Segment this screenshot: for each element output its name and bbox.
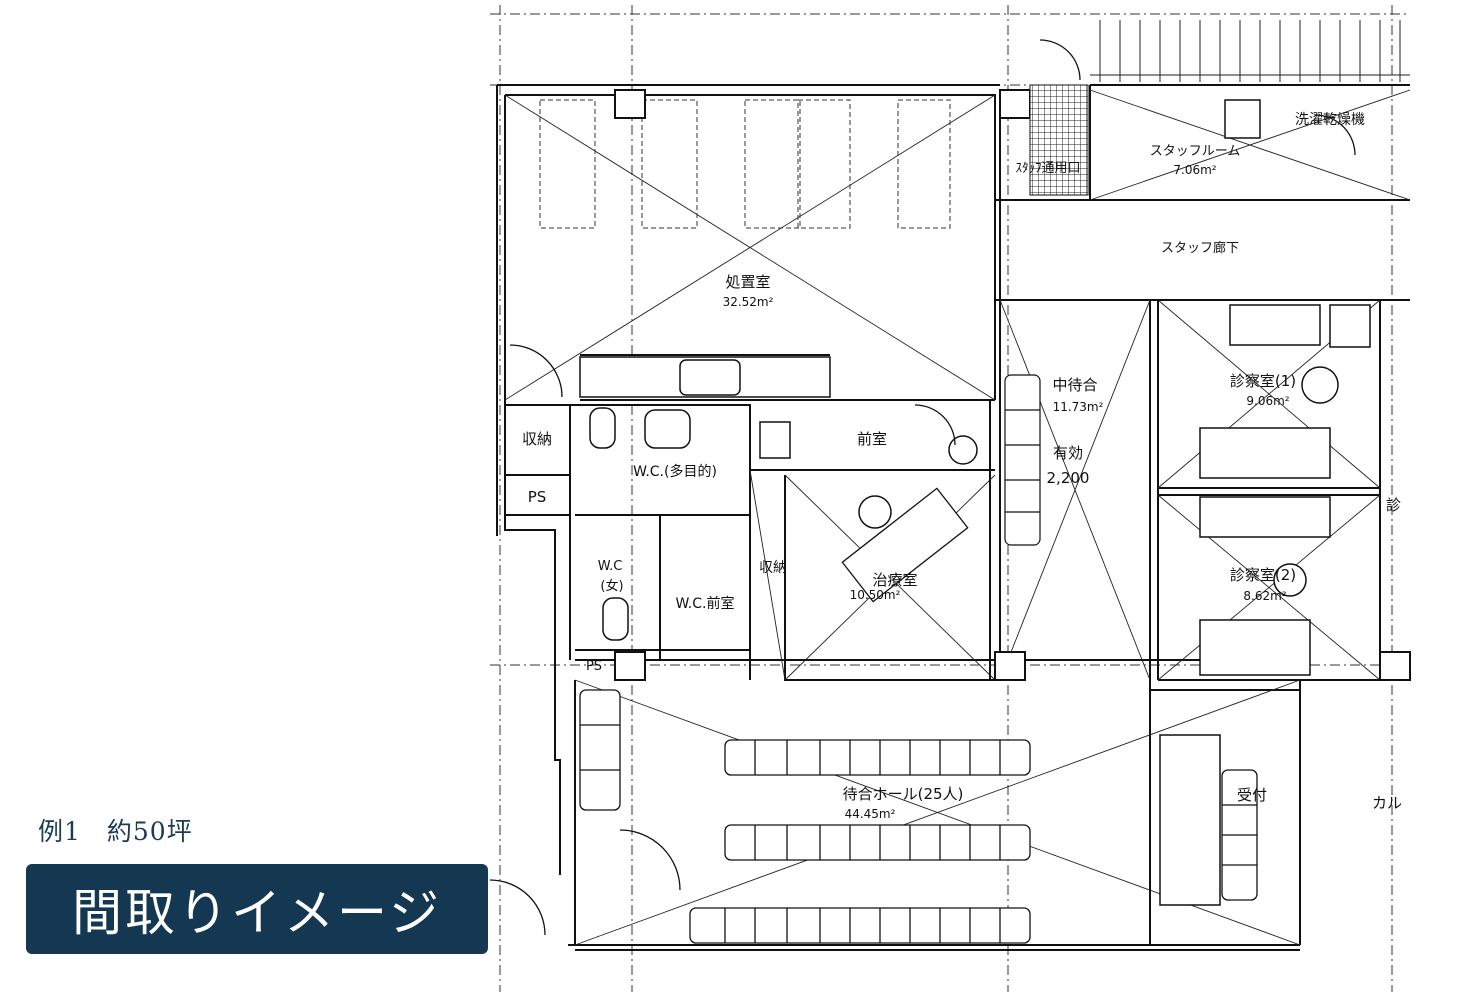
staff-entrance-label: ｽﾀｯﾌ通用口 [1015,161,1080,176]
example-label: 例1 約50坪 [38,817,193,846]
title-banner: 間取りイメージ [26,864,488,954]
treatment-room-area: 32.52m² [723,295,774,309]
ps-2-label: PS [586,659,602,674]
storage-1-label: 収納 [522,430,552,448]
title-text: 間取りイメージ [72,884,442,942]
counters [579,99,1371,906]
waiting-hall-label: 待合ホール(25人) [843,785,964,803]
waiting-hall-area: 44.45m² [845,807,896,821]
inner-waiting-bench [1004,374,1041,546]
treatment-room-label: 処置室 [725,273,770,291]
inner-waiting-area: 11.73m² [1053,400,1104,414]
staff-corridor-label: スタッフ廊下 [1161,240,1239,256]
exam-room-3-label: 診 [1386,496,1401,514]
toilets [589,366,1339,641]
anteroom-label: 前室 [857,430,887,448]
therapy-bed [841,487,969,603]
exam-room-1-area: 9.06m² [1246,394,1289,408]
therapy-room-area: 10.50m² [850,588,901,602]
waiting-seats [579,689,1258,944]
storage-2-label: 収納 [759,560,787,576]
effective-width-label: 有効 [1053,444,1083,462]
room-labels: 処置室 32.52m² スタッフルーム 7.06m² ｽﾀｯﾌ通用口 洗濯乾燥機… [522,112,1402,821]
wc-women-label-1: W.C [598,559,623,574]
records-label: カル [1372,794,1402,812]
exam-room-2-label: 診察室(2) [1230,566,1296,584]
inner-waiting-label: 中待合 [1052,376,1097,394]
exam-room-1-label: 診察室(1) [1230,372,1296,390]
exam-room-2-area: 8.62m² [1243,589,1286,603]
reception-label: 受付 [1237,786,1267,804]
effective-width-value: 2,200 [1047,469,1090,487]
staff-room-area: 7.06m² [1173,163,1216,177]
staff-room-label: スタッフルーム [1150,144,1241,159]
door-swings [489,39,1356,936]
ps-1-label: PS [528,488,547,506]
wc-women-label-2: (女) [600,578,623,594]
entrance-step [1029,84,1089,196]
wc-multi-label: W.C.(多目的) [633,463,717,480]
drying-room-label: 洗濯乾燥機 [1295,112,1365,128]
room-cross-lines [504,89,1411,946]
therapy-room-label: 治療室 [872,571,917,589]
columns [614,89,1411,681]
stairs [1090,20,1410,82]
treatment-beds [539,99,951,229]
wc-anteroom-label: W.C.前室 [676,595,735,612]
